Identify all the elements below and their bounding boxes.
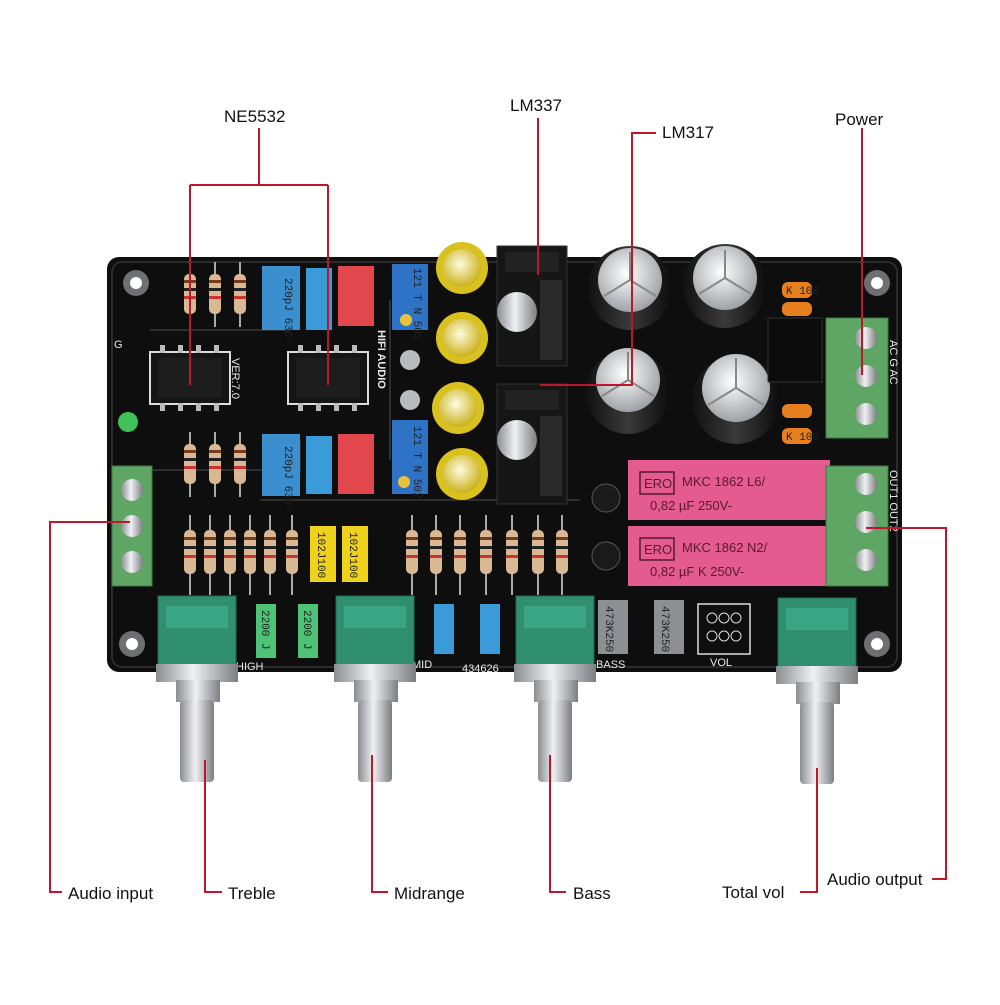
small-cap-label: 102J100 <box>346 532 358 578</box>
volume-potentiometer[interactable] <box>776 597 858 784</box>
trimmer-top: 121 T N 502 <box>392 264 428 341</box>
mkc-line1: MKC 1862 L6/ <box>682 474 765 489</box>
board-version: VER:7.0 <box>229 358 241 399</box>
leader-treble <box>204 760 222 893</box>
callout-treble: Treble <box>228 884 276 903</box>
film-cap-label: 220pJ 630- <box>281 446 293 512</box>
leader-total-vol <box>800 768 818 893</box>
mkc-line1: MKC 1862 N2/ <box>682 540 768 555</box>
callout-audio-input: Audio input <box>68 884 154 903</box>
bass-potentiometer[interactable] <box>514 595 596 782</box>
small-capacitors: 102J100 102J100 2200 J 2200 J 473K250 47… <box>256 526 684 658</box>
small-cap-label: 473K250 <box>602 606 614 652</box>
film-capacitor-bottom: 220pJ 630- <box>262 434 374 512</box>
callout-bass: Bass <box>573 884 611 903</box>
electrolytic-yellow-caps <box>400 242 488 500</box>
pot-label-high: HIGH <box>236 661 264 673</box>
mkc-brand: ERO <box>644 542 672 557</box>
leader-ne5532 <box>189 128 329 385</box>
leader-audio-output <box>866 527 947 880</box>
board-title: HIFI AUDIO <box>375 330 387 389</box>
pot-label-mid: MID <box>412 659 432 671</box>
audio-input-terminal <box>111 465 153 587</box>
pot-label-bass: BASS <box>596 659 625 671</box>
vol-header <box>697 603 751 655</box>
resistor-array-top <box>184 262 246 497</box>
leader-lines <box>49 118 947 893</box>
pot-label-vol: VOL <box>710 657 732 669</box>
callout-lm317: LM317 <box>662 123 714 142</box>
treble-potentiometer[interactable] <box>156 595 238 782</box>
filter-capacitors <box>586 244 780 444</box>
film-cap-label: 220pJ 630- <box>281 278 293 344</box>
leader-midrange <box>371 755 388 893</box>
mkc-capacitor-bottom: ERO MKC 1862 N2/ 0,82 µF K 250V- <box>628 526 830 586</box>
tantalum-capacitors: K 100 K 100 <box>782 282 819 444</box>
small-cap-label: 473K250 <box>658 606 670 652</box>
callout-lm337: LM337 <box>510 96 562 115</box>
bridge-rectifier <box>767 317 823 383</box>
callout-power: Power <box>835 110 884 129</box>
leader-audio-input <box>49 521 130 893</box>
tantalum-label: K 100 <box>786 286 819 298</box>
callout-midrange: Midrange <box>394 884 465 903</box>
mounting-holes <box>119 270 890 657</box>
callout-audio-output: Audio output <box>827 870 923 889</box>
power-led <box>118 412 138 432</box>
lm317-regulator <box>496 383 568 505</box>
lm337-regulator <box>496 245 568 367</box>
film-capacitor-top: 220pJ 630- <box>262 266 374 344</box>
trimmer-bottom: 121 T N 502 <box>392 420 428 499</box>
callout-ne5532: NE5532 <box>224 107 286 126</box>
output-terminal-label: OUT1 OUT2 <box>887 470 899 532</box>
resistor-array-bottom <box>184 515 568 595</box>
small-cap-label: 2200 J <box>300 610 312 650</box>
power-terminal-label: AC G AC <box>887 340 899 385</box>
callout-total-vol: Total vol <box>722 883 785 902</box>
trimmer-label: 121 T N 502 <box>410 426 422 499</box>
terminal-ground-label: G <box>114 339 123 351</box>
leader-bass <box>549 755 566 893</box>
small-cap-label: 102J100 <box>314 532 326 578</box>
small-cap-label: 2200 J <box>258 610 270 650</box>
trimmer-label: 121 T N 502 <box>410 268 422 341</box>
tantalum-label: K 100 <box>786 432 819 444</box>
mkc-brand: ERO <box>644 476 672 491</box>
board-code: 434626 <box>462 663 499 675</box>
power-terminal: AC G AC <box>825 317 899 439</box>
mkc-line2: 0,82 µF 250V- <box>650 498 732 513</box>
leader-lm317 <box>540 132 656 386</box>
midrange-potentiometer[interactable] <box>334 595 416 782</box>
audio-output-terminal: OUT1 OUT2 <box>825 465 899 587</box>
mkc-capacitor-top: ERO MKC 1862 L6/ 0,82 µF 250V- <box>628 460 830 520</box>
mkc-line2: 0,82 µF K 250V- <box>650 564 744 579</box>
